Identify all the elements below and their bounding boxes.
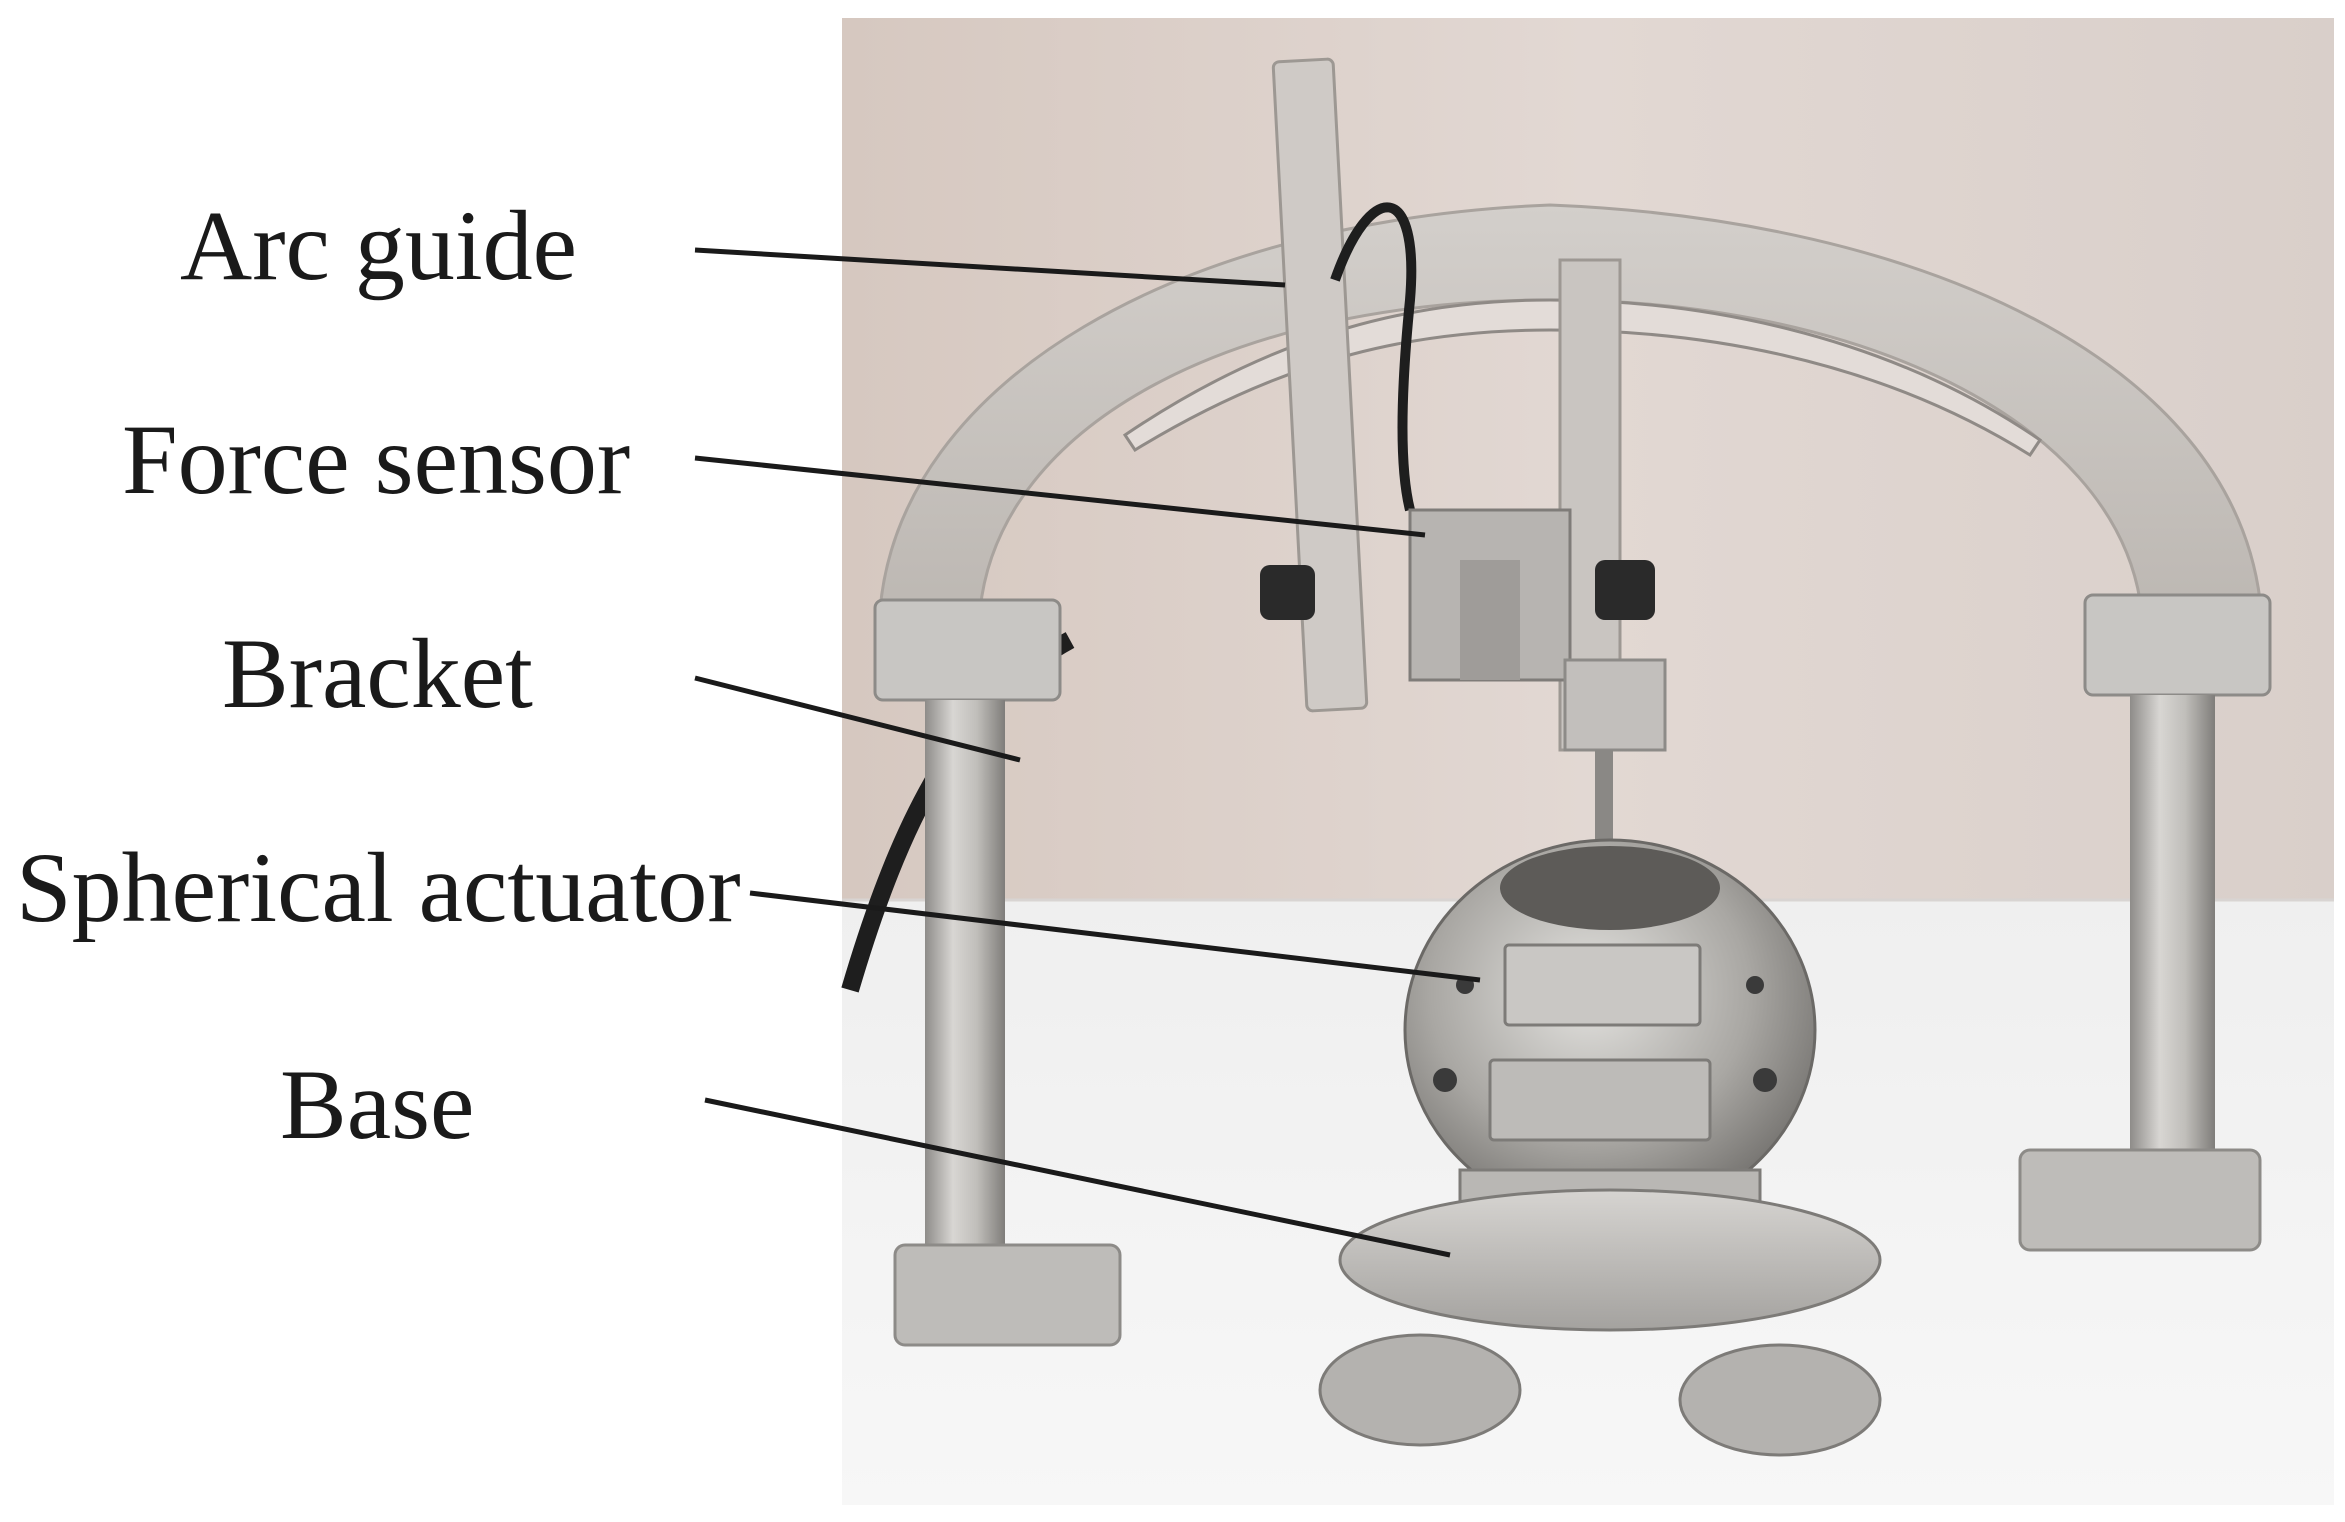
label-bracket: Bracket [222, 618, 533, 729]
leader-line-base [704, 1097, 1451, 1258]
left-bracket-pole [925, 700, 1005, 1250]
label-force-sensor: Force sensor [122, 404, 631, 515]
label-arc-guide: Arc guide [180, 190, 578, 301]
right-bracket-pole [2130, 695, 2215, 1170]
base-foot-right [1678, 1343, 1882, 1457]
arc-slot [1122, 298, 2043, 458]
base-plate [1338, 1188, 1882, 1332]
right-bracket-foot [2018, 1148, 2262, 1252]
right-bracket-top-block [2083, 593, 2272, 697]
actuator-top-opening [1500, 846, 1720, 930]
left-bracket-top-block [873, 598, 1062, 702]
leader-line-bracket [694, 675, 1021, 763]
sensor-cable [1330, 202, 1417, 512]
left-bracket-foot [893, 1243, 1122, 1347]
base-foot-left [1318, 1333, 1522, 1447]
sensor-knob-right [1595, 560, 1655, 620]
leader-line-force-sensor [694, 455, 1426, 538]
leader-line-spherical-actuator [749, 890, 1481, 983]
leader-line-arc-guide [694, 247, 1286, 288]
label-spherical-actuator: Spherical actuator [16, 832, 741, 943]
vertical-plate [1271, 57, 1369, 713]
sensor-clamp [1563, 658, 1667, 752]
sensor-knob-left [1260, 565, 1315, 620]
label-base: Base [280, 1049, 475, 1160]
